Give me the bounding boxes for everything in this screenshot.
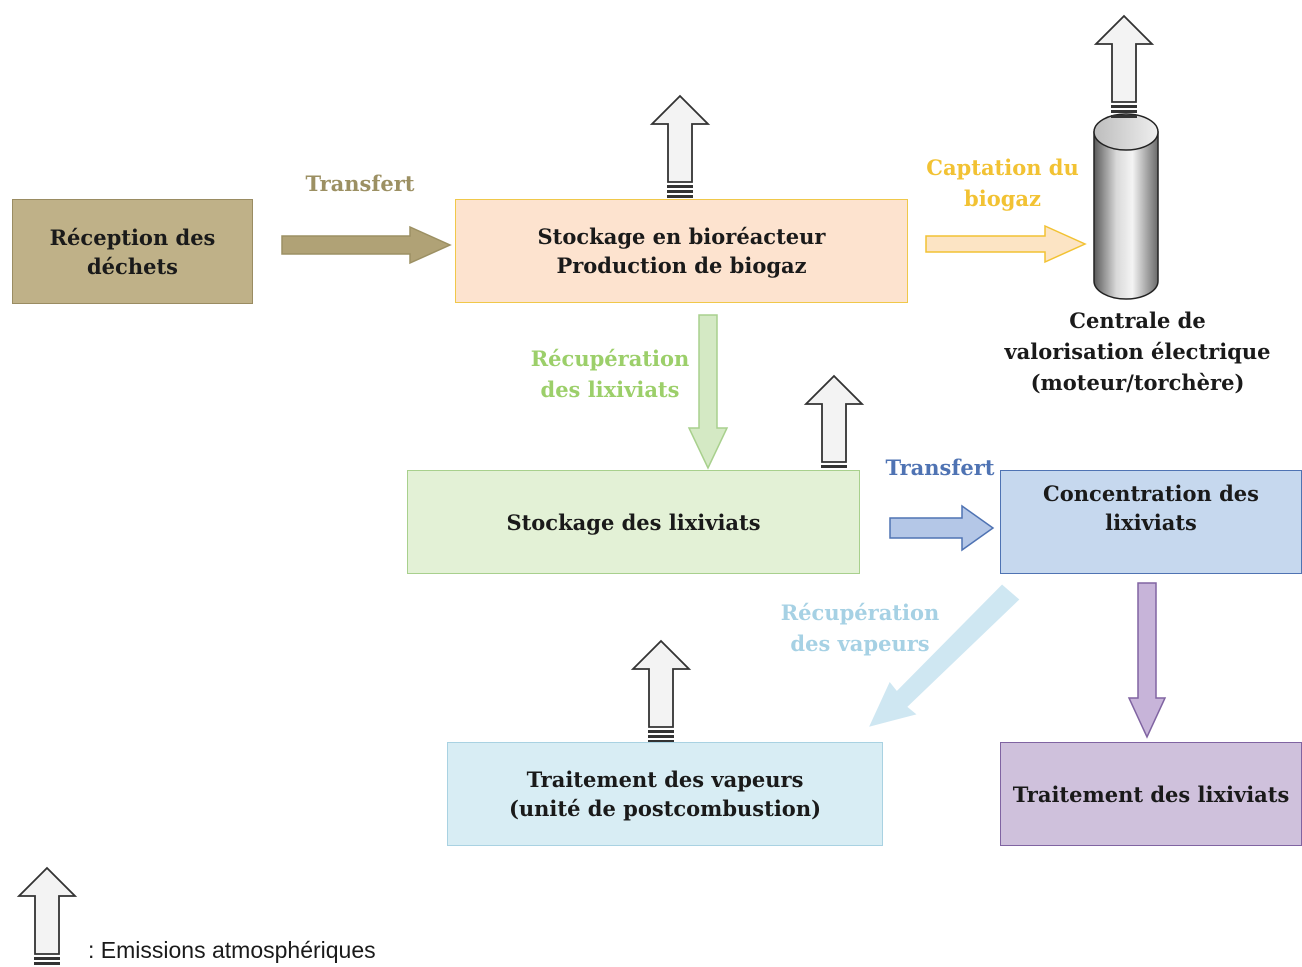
label-text-line: Transfert bbox=[885, 455, 995, 480]
legend-text: : Emissions atmosphériques bbox=[88, 937, 376, 963]
box-text-line: Traitement des lixiviats bbox=[1012, 781, 1290, 807]
box-traitement-lixiviats: Traitement des lixiviats bbox=[1000, 742, 1302, 846]
emission-arrow-icon bbox=[1095, 15, 1153, 119]
recup-vapeurs-arrow bbox=[869, 584, 1020, 727]
label-text-line: Transfert bbox=[305, 171, 415, 196]
box-stockage-lixiviats: Stockage des lixiviats bbox=[407, 470, 860, 574]
cylinder-icon bbox=[1093, 113, 1159, 300]
label-captation-biogaz: Captation du biogaz bbox=[910, 152, 1095, 214]
label-text-line: (moteur/torchère) bbox=[1030, 370, 1245, 395]
label-text-line: Récupération bbox=[780, 600, 940, 625]
emission-arrow-icon bbox=[651, 95, 709, 199]
label-text-line: Centrale de bbox=[1069, 308, 1206, 333]
transfert-arrow-1 bbox=[281, 225, 452, 265]
concentration-to-treatment-arrow bbox=[1127, 582, 1167, 739]
box-text-line: Stockage en bioréacteur bbox=[537, 224, 826, 249]
label-recuperation-vapeurs: Récupération des vapeurs bbox=[760, 597, 960, 659]
label-text-line: Récupération bbox=[530, 346, 690, 371]
label-text-line: Captation du bbox=[926, 155, 1079, 180]
box-traitement-vapeurs: Traitement des vapeurs (unité de postcom… bbox=[447, 742, 883, 846]
box-concentration-lixiviats: Concentration des lixiviats bbox=[1000, 470, 1302, 574]
label-recuperation-lixiviats: Récupération des lixiviats bbox=[510, 343, 710, 405]
box-text-line: Stockage des lixiviats bbox=[506, 509, 761, 535]
label-transfert-2: Transfert bbox=[880, 452, 1000, 483]
box-text-line: Réception des bbox=[49, 224, 216, 250]
recup-lixiviats-arrow bbox=[687, 314, 729, 470]
label-transfert-1: Transfert bbox=[290, 168, 430, 199]
emission-arrow-icon bbox=[632, 640, 690, 744]
box-reception-dechets: Réception des déchets bbox=[12, 199, 253, 304]
box-text-line: lixiviats bbox=[1105, 510, 1197, 535]
label-text-line: des lixiviats bbox=[540, 377, 680, 402]
transfert-arrow-2 bbox=[889, 504, 995, 552]
label-centrale-valorisation: Centrale de valorisation électrique (mot… bbox=[985, 305, 1290, 398]
box-text-line: Traitement des vapeurs bbox=[526, 767, 804, 792]
box-text-line: Concentration des bbox=[1043, 481, 1259, 506]
label-text-line: valorisation électrique bbox=[1004, 339, 1271, 364]
legend-emission-arrow-icon bbox=[18, 867, 76, 967]
box-text-line: (unité de postcombustion) bbox=[508, 796, 822, 821]
captation-arrow bbox=[925, 224, 1087, 264]
label-text-line: des vapeurs bbox=[790, 631, 930, 656]
label-text-line: biogaz bbox=[964, 186, 1041, 211]
emission-arrow-icon bbox=[805, 375, 863, 479]
box-stockage-bioreacteur: Stockage en bioréacteur Production de bi… bbox=[455, 199, 908, 303]
box-text-line: déchets bbox=[87, 253, 178, 279]
box-text-line: Production de biogaz bbox=[556, 253, 807, 278]
